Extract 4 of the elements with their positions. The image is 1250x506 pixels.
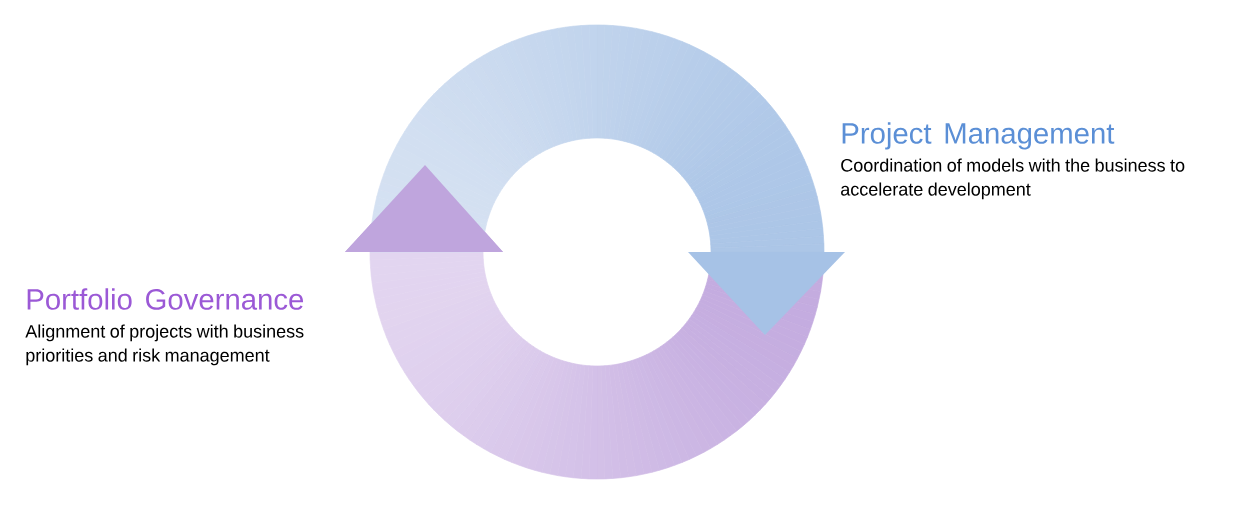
phase-title: Portfolio Governance <box>27 288 304 310</box>
phase-description: Alignment of projects with business priorities and risk management <box>25 324 304 366</box>
phase-description: Coordination of models with the business to accelerate development <box>841 158 1185 200</box>
phase-title: Project Management <box>842 122 1115 150</box>
